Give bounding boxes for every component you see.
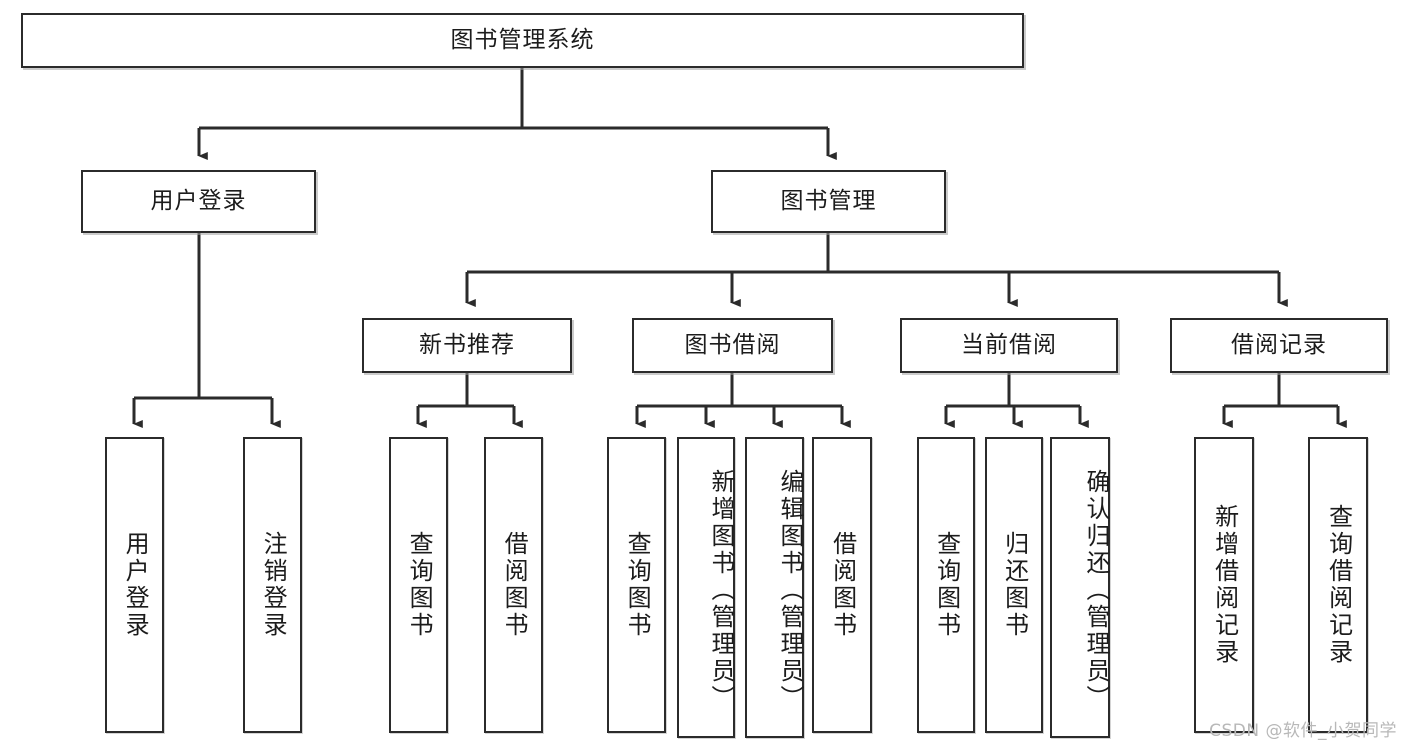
leaf-query-book-borrow[interactable]: 查询图书: [607, 437, 666, 733]
leaf-borrow-book-recommend-label: 借阅图书: [500, 531, 529, 639]
node-book-management[interactable]: 图书管理: [711, 170, 946, 233]
leaf-borrow-book-recommend[interactable]: 借阅图书: [484, 437, 543, 733]
leaf-query-book-borrow-label: 查询图书: [623, 531, 652, 639]
node-borrow-record-label: 借阅记录: [1231, 331, 1327, 358]
node-current-borrow-label: 当前借阅: [961, 331, 1057, 358]
leaf-confirm-return-admin-label: 确认归还（管理员）: [1082, 469, 1110, 712]
leaf-query-book-current[interactable]: 查询图书: [917, 437, 975, 733]
edge-group-current-borrow: [944, 373, 1089, 428]
leaf-confirm-return-admin[interactable]: 确认归还（管理员）: [1050, 437, 1110, 738]
leaf-query-book-recommend[interactable]: 查询图书: [389, 437, 448, 733]
edge-group-root: [197, 68, 837, 160]
node-new-book-recommend-label: 新书推荐: [419, 331, 515, 358]
node-user-login[interactable]: 用户登录: [81, 170, 316, 233]
leaf-logout[interactable]: 注销登录: [243, 437, 302, 733]
edge-group-borrow-record: [1222, 373, 1347, 428]
edge-group-book-borrow: [635, 373, 851, 428]
leaf-query-borrow-record[interactable]: 查询借阅记录: [1308, 437, 1368, 733]
node-user-login-label: 用户登录: [150, 187, 247, 214]
leaf-return-book-label: 归还图书: [1000, 531, 1029, 639]
leaf-edit-book-admin-label: 编辑图书（管理员）: [776, 469, 804, 712]
edge-group-user-login: [132, 233, 281, 428]
edge-group-book-management: [465, 233, 1288, 307]
leaf-borrow-book[interactable]: 借阅图书: [812, 437, 872, 733]
leaf-user-login[interactable]: 用户登录: [105, 437, 164, 733]
node-current-borrow[interactable]: 当前借阅: [900, 318, 1118, 373]
leaf-add-book-admin-label: 新增图书（管理员）: [707, 469, 735, 712]
node-book-management-system-label: 图书管理系统: [450, 26, 595, 53]
leaf-borrow-book-label: 借阅图书: [828, 531, 857, 639]
leaf-edit-book-admin[interactable]: 编辑图书（管理员）: [745, 437, 804, 738]
leaf-add-borrow-record[interactable]: 新增借阅记录: [1194, 437, 1254, 733]
leaf-logout-label: 注销登录: [259, 531, 288, 639]
node-book-management-label: 图书管理: [780, 187, 877, 214]
node-book-management-system[interactable]: 图书管理系统: [21, 13, 1024, 68]
node-borrow-record[interactable]: 借阅记录: [1170, 318, 1388, 373]
node-new-book-recommend[interactable]: 新书推荐: [362, 318, 572, 373]
edge-group-new-book-recommend: [416, 373, 523, 428]
leaf-query-borrow-record-label: 查询借阅记录: [1324, 504, 1353, 666]
leaf-add-book-admin[interactable]: 新增图书（管理员）: [677, 437, 735, 738]
node-book-borrow[interactable]: 图书借阅: [632, 318, 833, 373]
leaf-query-book-recommend-label: 查询图书: [405, 531, 434, 639]
leaf-user-login-label: 用户登录: [121, 531, 150, 639]
leaf-return-book[interactable]: 归还图书: [985, 437, 1043, 733]
leaf-add-borrow-record-label: 新增借阅记录: [1210, 504, 1239, 666]
node-book-borrow-label: 图书借阅: [684, 331, 781, 358]
leaf-query-book-current-label: 查询图书: [932, 531, 961, 639]
